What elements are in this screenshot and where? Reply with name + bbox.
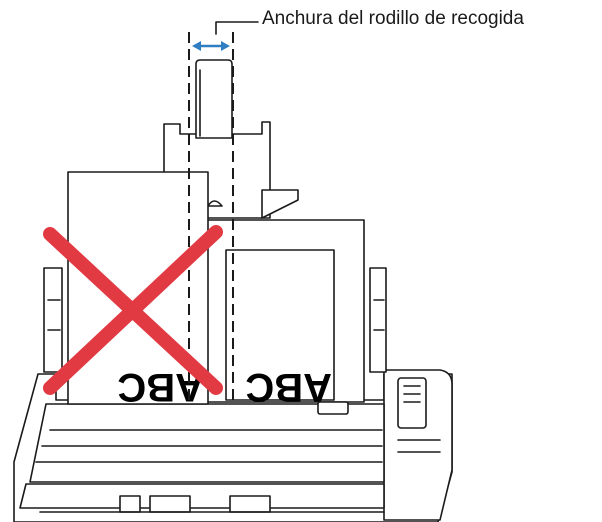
document-left: ABC [67,171,209,409]
red-x-icon [43,225,223,395]
feeder-detail [317,401,349,415]
callout-leader [215,21,259,35]
document-right: ABC [205,219,365,409]
roller-width-guides [188,32,234,402]
double-arrow-icon [192,41,230,51]
document-right-text: ABC [245,365,332,409]
callout-label: Anchura del rodillo de recogida [262,8,524,29]
